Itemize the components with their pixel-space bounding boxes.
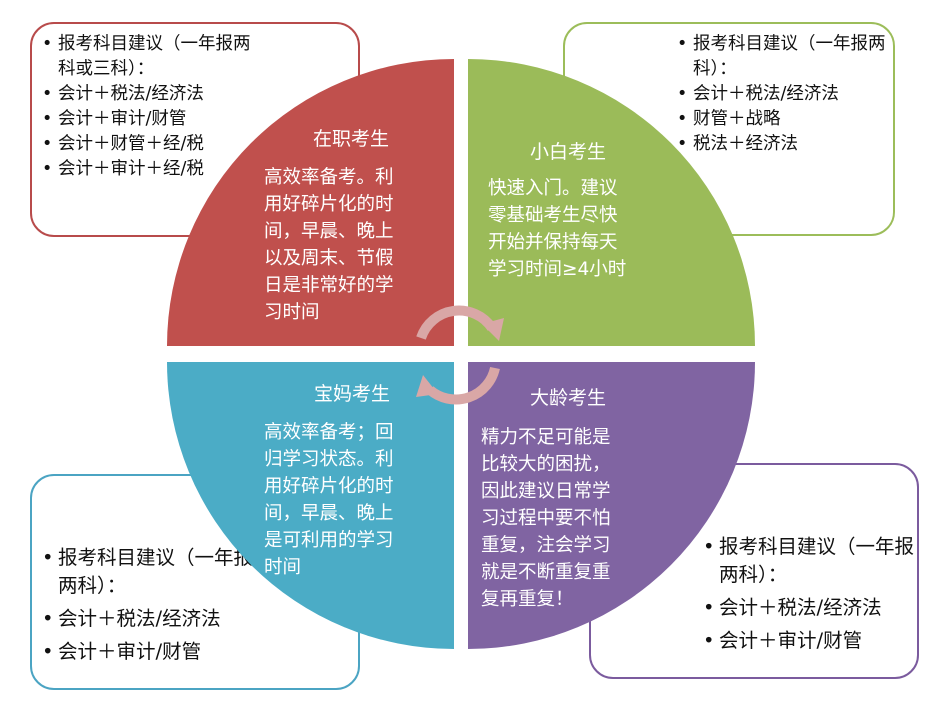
list-item: 会计＋财管＋经/税 [42,132,253,157]
quadrant-body-top-left: 高效率备考。利 用好碎片化的时 间，早晨、晚上 以及周末、节假 日是非常好的学 … [264,167,394,323]
list-item: 报考科目建议（一年报两科或三科）： [42,32,253,82]
list-item: 会计＋税法/经济法 [703,594,919,622]
quadrant-body-top-right: 快速入门。建议 零基础考生尽快 开始并保持每天 学习时间≥4小时 [488,178,627,280]
quadrant-body-bottom-right: 精力不足可能是 比较大的困扰， 因此建议日常学 习过程中要不怕 重复，注会学习 … [481,427,611,610]
quadrant-top-right [468,59,755,346]
list-item: 会计＋审计＋经/税 [42,157,253,182]
list-item: 财管＋战略 [677,107,893,132]
quadrant-body-bottom-left: 高效率备考；回 归学习状态。利 用好碎片化的时 间，早晨、晚上 是可利用的学习 … [264,422,394,578]
list-item: 会计＋审计/财管 [42,638,253,666]
list-item: 会计＋审计/财管 [42,107,253,132]
quadrant-top-left [167,59,454,346]
list-item: 报考科目建议（一年报两科）： [42,544,253,600]
list-item: 会计＋审计/财管 [703,627,919,655]
list-item: 会计＋税法/经济法 [42,605,253,633]
quadrant-title-top-left: 在职考生 [312,128,389,150]
quadrant-title-bottom-right: 大龄考生 [529,387,606,409]
quadrant-bottom-right [468,362,755,649]
quadrant-title-top-right: 小白考生 [529,141,606,163]
cycle-arrows-icon [416,305,504,405]
list-item: 报考科目建议（一年报两科）： [703,533,919,589]
quadrant-title-bottom-left: 宝妈考生 [313,383,390,405]
list-item: 会计＋税法/经济法 [677,82,893,107]
list-item: 报考科目建议（一年报两科）： [677,32,893,82]
list-item: 会计＋税法/经济法 [42,82,253,107]
list-item: 税法＋经济法 [677,132,893,157]
quadrant-bottom-left [167,362,454,649]
